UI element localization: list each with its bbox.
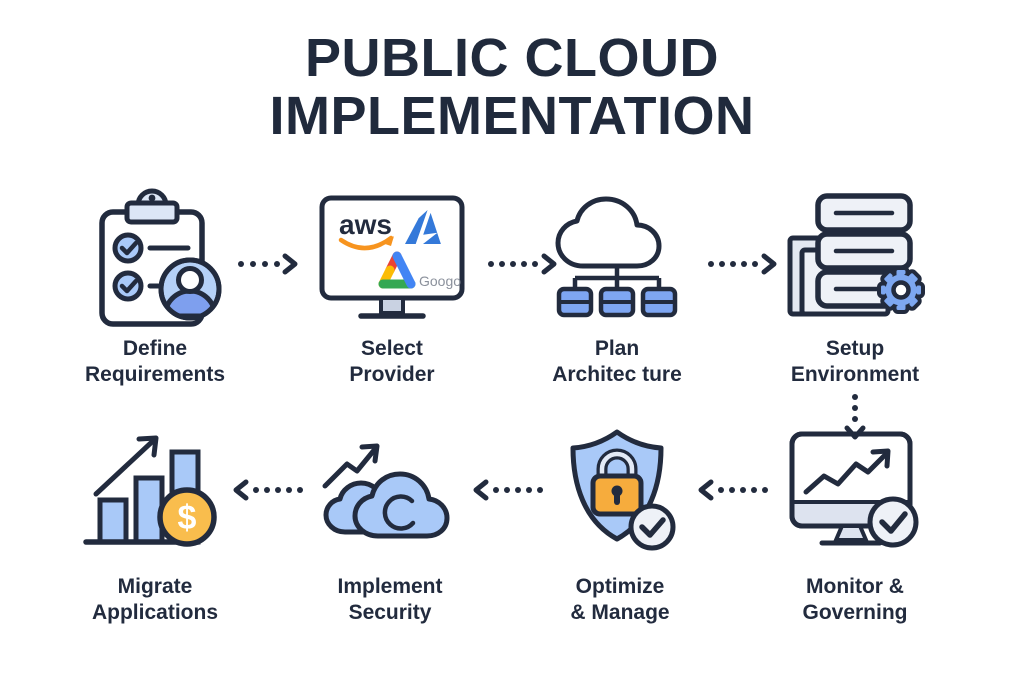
step-select-provider: aws Googo Select Provider bbox=[282, 186, 502, 387]
step-label: Migrate Applications bbox=[92, 574, 218, 625]
step-label-line1: Optimize bbox=[575, 575, 665, 598]
page-title-line1: PUBLIC CLOUD bbox=[305, 28, 719, 88]
monitor-trend-check-icon bbox=[789, 431, 919, 548]
step-monitor-governing: Monitor & Governing bbox=[745, 424, 965, 625]
step-label: Implement Security bbox=[337, 574, 442, 625]
flow-arrow-right-icon bbox=[708, 253, 777, 275]
clouds-growth-arrow-icon bbox=[322, 443, 450, 539]
step-implement-security: Implement Security bbox=[280, 424, 500, 625]
google-cloud-logo-icon bbox=[378, 251, 416, 289]
step-setup-environment: Setup Environment bbox=[745, 186, 965, 387]
clipboard-checklist-user-icon bbox=[99, 188, 222, 327]
google-logo-text: Googo bbox=[419, 273, 461, 289]
step-label-line2: Architec ture bbox=[552, 362, 682, 386]
step-label: Monitor & Governing bbox=[802, 574, 907, 625]
bar-chart-coin-icon: $ bbox=[83, 435, 217, 547]
padlock-icon bbox=[590, 448, 644, 517]
step-label-line1: Select bbox=[361, 337, 423, 360]
step-label: Select Provider bbox=[349, 336, 434, 387]
step-label-line1: Migrate bbox=[117, 575, 193, 598]
step-label: Setup Environment bbox=[791, 336, 919, 387]
flow-arrow-down-icon bbox=[844, 394, 866, 440]
step-label: Optimize & Manage bbox=[570, 574, 669, 625]
step-optimize-manage: Optimize & Manage bbox=[510, 424, 730, 625]
step-label-line2: Requirements bbox=[84, 362, 226, 386]
flow-arrow-right-icon bbox=[238, 253, 298, 275]
page-title: PUBLIC CLOUD IMPLEMENTATION bbox=[0, 28, 1024, 146]
step-label-line2: Security bbox=[348, 600, 432, 624]
step-label-line2: Governing bbox=[802, 600, 908, 624]
aws-logo-text: aws bbox=[339, 209, 392, 240]
step-label: Plan Architec ture bbox=[552, 336, 682, 387]
dollar-symbol: $ bbox=[178, 499, 197, 537]
azure-logo-icon bbox=[405, 210, 441, 244]
flow-arrow-left-icon bbox=[473, 479, 543, 501]
flow-arrow-right-icon bbox=[488, 253, 557, 275]
step-label-line1: Monitor & bbox=[806, 575, 904, 598]
step-label-line2: Provider bbox=[349, 362, 435, 386]
gear-icon bbox=[877, 266, 925, 314]
step-label-line1: Setup bbox=[825, 337, 885, 360]
check-badge-icon bbox=[867, 496, 919, 548]
network-node-icon bbox=[640, 286, 678, 318]
step-label: Define Requirements bbox=[85, 336, 225, 387]
network-node-icon bbox=[598, 286, 636, 318]
step-label-line1: Plan bbox=[594, 337, 640, 360]
network-node-icon bbox=[556, 286, 594, 318]
step-label-line2: Environment bbox=[790, 362, 920, 386]
flow-arrow-left-icon bbox=[233, 479, 303, 501]
aws-smile-icon bbox=[338, 235, 394, 251]
step-label-line1: Implement bbox=[337, 575, 443, 598]
step-label-line2: & Manage bbox=[570, 600, 670, 624]
dollar-coin-icon: $ bbox=[157, 487, 217, 547]
step-label-line1: Define bbox=[122, 337, 188, 360]
step-plan-architecture: Plan Architec ture bbox=[507, 186, 727, 387]
page-title-line2: IMPLEMENTATION bbox=[269, 85, 755, 146]
check-badge-icon bbox=[628, 503, 676, 551]
server-stack-gear-icon bbox=[787, 193, 925, 317]
step-migrate-applications: $ Migrate Applications bbox=[45, 424, 265, 625]
cloud-network-icon bbox=[555, 196, 678, 318]
step-define-requirements: Define Requirements bbox=[45, 186, 265, 387]
flow-arrow-left-icon bbox=[698, 479, 768, 501]
shield-lock-check-icon bbox=[570, 429, 676, 551]
monitor-cloud-providers-icon: aws Googo bbox=[319, 195, 465, 319]
step-label-line2: Applications bbox=[91, 600, 218, 624]
